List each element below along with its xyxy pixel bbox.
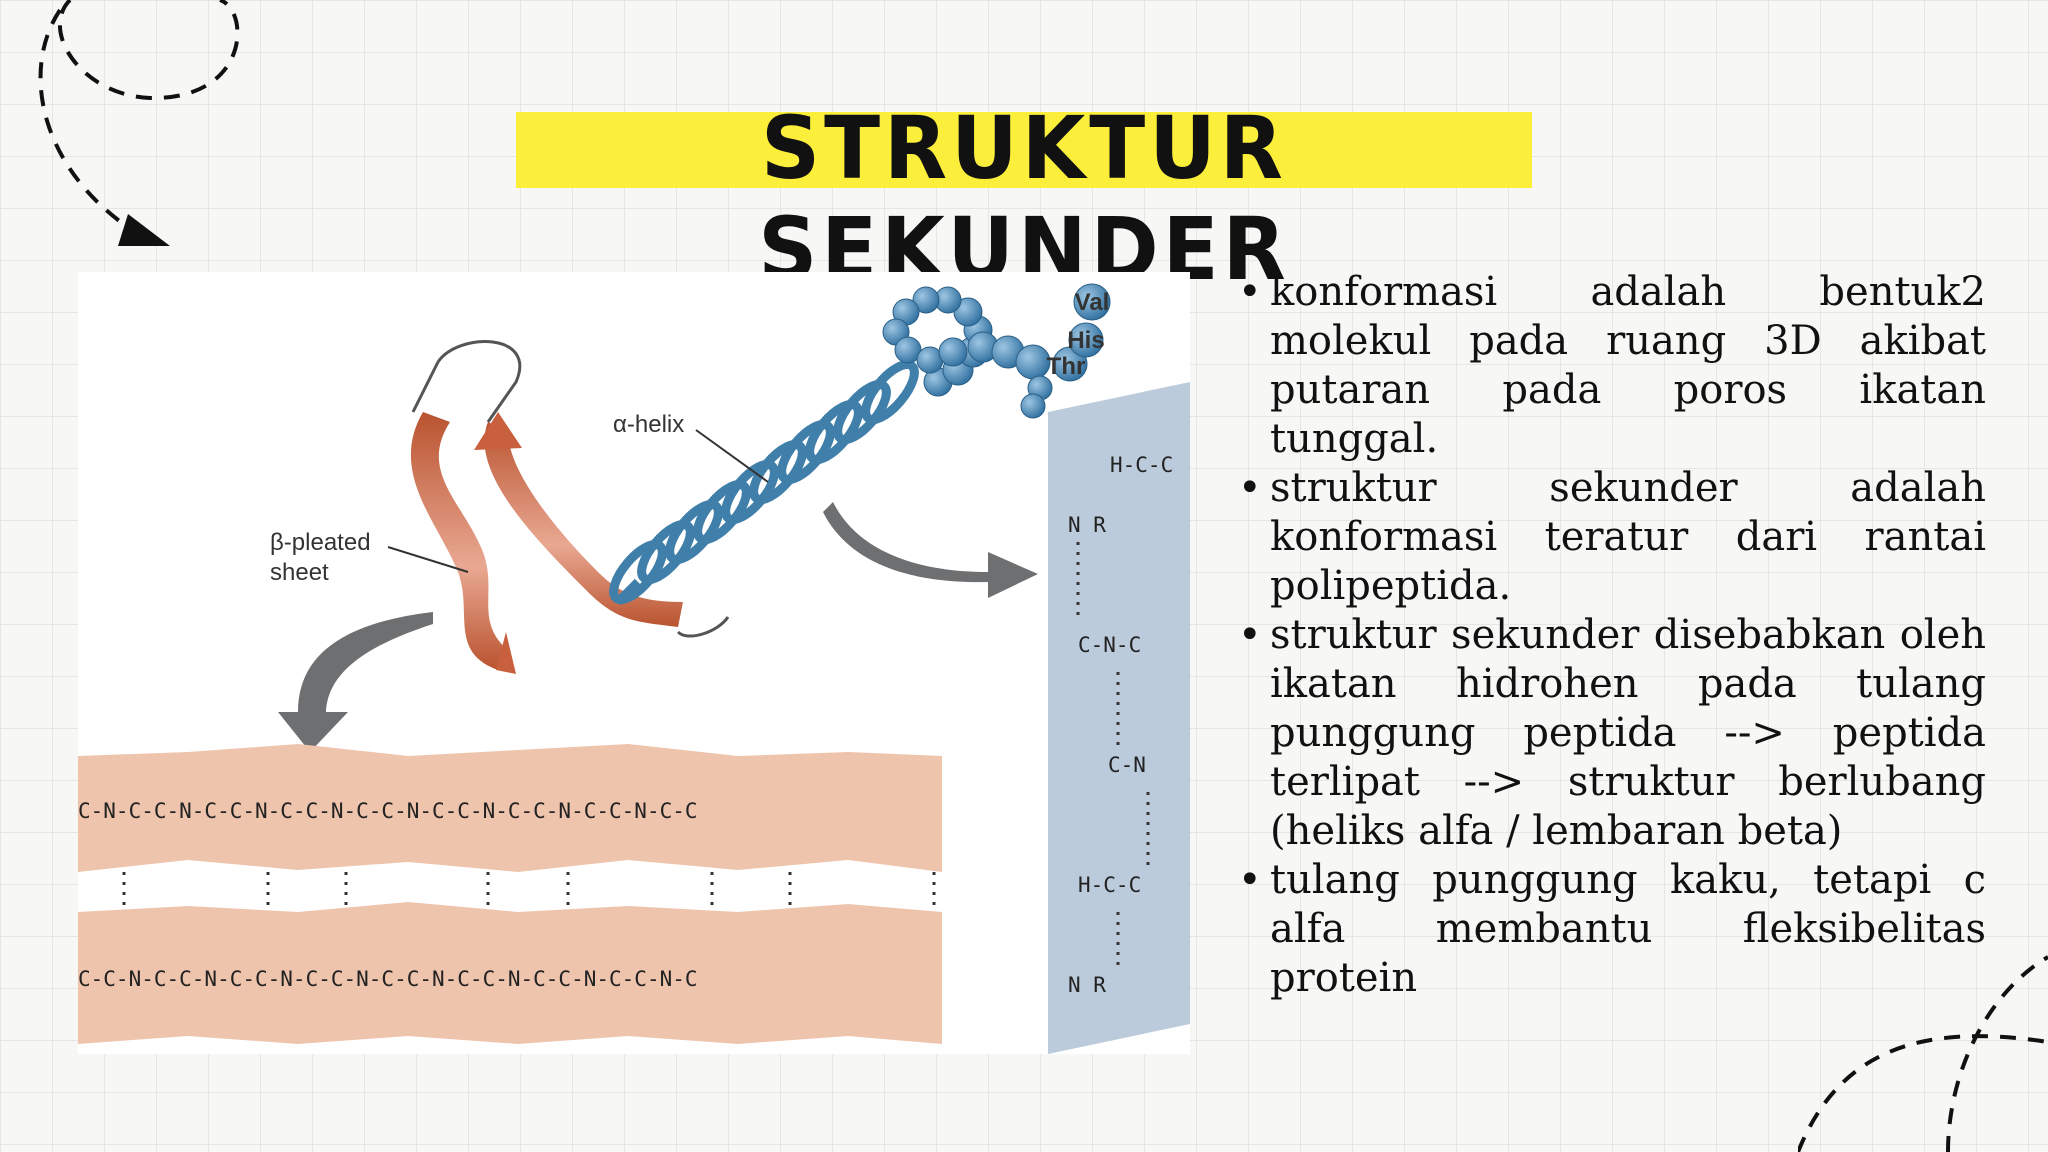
beta-sheet-label-2: sheet (270, 559, 329, 586)
arrow-to-helix-icon (823, 502, 1038, 598)
helix-row-1: H-C-C (1110, 453, 1173, 477)
amino-acid-beads (882, 283, 1111, 419)
beta-sheet-label-1: β-pleated (270, 529, 371, 556)
notes-panel: konformasi adalah bentuk2 molekul pada r… (1234, 268, 1986, 1003)
note-item: konformasi adalah bentuk2 molekul pada r… (1234, 268, 1986, 464)
his-label: His (1067, 327, 1104, 354)
alpha-helix-diagram: H-C-C N R C-N-C C-N H-C-C N R (1048, 382, 1190, 1054)
note-item: struktur sekunder adalah konformasi tera… (1234, 464, 1986, 611)
secondary-structure-figure: Val His Thr α-helix β-pleated sheet C-N-… (78, 272, 1190, 1054)
alpha-helix-label: α-helix (613, 411, 684, 438)
helix-row-6: N R (1068, 973, 1106, 997)
thr-label: Thr (1047, 353, 1086, 380)
helix-row-3: C-N-C (1078, 633, 1141, 657)
helix-row-5: H-C-C (1078, 873, 1141, 897)
arrow-to-sheet-icon (278, 612, 433, 752)
title-highlight: STRUKTUR SEKUNDER (516, 99, 1532, 300)
notes-list: konformasi adalah bentuk2 molekul pada r… (1234, 268, 1986, 1003)
dashed-arrow-top-left-icon (38, 0, 240, 246)
beta-sheet-diagram: C-N-C-C-N-C-C-N-C-C-N-C-C-N-C-C-N-C-C-N-… (78, 744, 942, 1044)
beta-strand-1-chemistry: C-N-C-C-N-C-C-N-C-C-N-C-C-N-C-C-N-C-C-N-… (78, 799, 698, 823)
helix-row-2: N R (1068, 513, 1106, 537)
figure-svg: Val His Thr α-helix β-pleated sheet C-N-… (78, 283, 1190, 1054)
beta-strand-model (410, 340, 683, 674)
alpha-helix-model (609, 359, 919, 638)
dashed-arrow-bottom-right-icon (1798, 955, 2048, 1152)
beta-strand-2-chemistry: C-C-N-C-C-N-C-C-N-C-C-N-C-C-N-C-C-N-C-C-… (78, 967, 698, 991)
note-item: tulang punggung kaku, tetapi c alfa memb… (1234, 856, 1986, 1003)
note-item: struktur sekunder disebabkan oleh ikatan… (1234, 611, 1986, 856)
val-label: Val (1075, 289, 1110, 316)
helix-row-4: C-N (1108, 753, 1146, 777)
